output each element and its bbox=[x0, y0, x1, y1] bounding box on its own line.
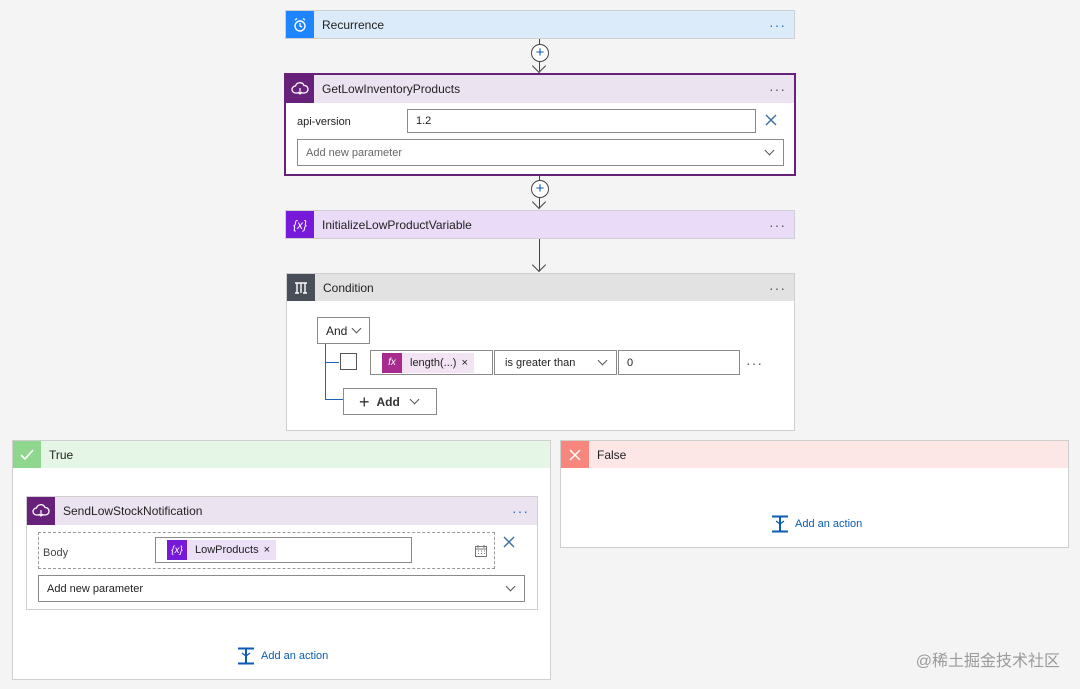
remove-token-close-icon[interactable]: × bbox=[461, 356, 468, 369]
more-options-icon[interactable]: ··· bbox=[769, 81, 786, 97]
step-title: Condition bbox=[323, 280, 374, 295]
send-low-stock-notification-step[interactable]: SendLowStockNotification ··· Body {x} Lo… bbox=[26, 496, 538, 610]
remove-token-close-icon[interactable]: × bbox=[263, 544, 271, 556]
condition-row-checkbox[interactable] bbox=[340, 353, 357, 370]
remove-parameter-close-icon[interactable] bbox=[502, 535, 516, 549]
add-action-icon bbox=[238, 647, 254, 665]
chevron-down-icon bbox=[764, 145, 775, 156]
connector-arrow-icon bbox=[531, 257, 547, 273]
alarm-clock-icon bbox=[286, 11, 314, 38]
step-title: SendLowStockNotification bbox=[63, 504, 203, 518]
get-low-inventory-step[interactable]: GetLowInventoryProducts ··· api-version … bbox=[284, 73, 796, 176]
variable-token[interactable]: {x} LowProducts × bbox=[167, 540, 277, 560]
group-operator-dropdown[interactable]: And bbox=[317, 317, 370, 344]
add-parameter-placeholder: Add new parameter bbox=[306, 146, 402, 159]
chevron-down-icon bbox=[505, 581, 516, 592]
branch-title: True bbox=[49, 447, 74, 462]
cloud-api-icon bbox=[27, 497, 55, 525]
add-action-button[interactable]: Add an action bbox=[771, 515, 862, 533]
remove-parameter-close-icon[interactable] bbox=[764, 113, 778, 127]
cloud-api-icon bbox=[286, 75, 314, 103]
expression-token[interactable]: fx length(...) × bbox=[382, 352, 474, 373]
add-button-label: Add bbox=[376, 394, 400, 409]
condition-step[interactable]: Condition ··· And fx length(...) × is gr… bbox=[286, 273, 795, 431]
add-condition-button[interactable]: + Add bbox=[343, 388, 437, 415]
condition-tree-line bbox=[325, 399, 343, 400]
body-input[interactable]: {x} LowProducts × bbox=[155, 537, 412, 563]
close-x-icon bbox=[561, 441, 589, 468]
checkmark-icon bbox=[13, 441, 41, 468]
add-action-button[interactable]: Add an action bbox=[237, 647, 328, 665]
group-operator-value: And bbox=[326, 323, 348, 338]
function-fx-icon: fx bbox=[382, 352, 402, 373]
chevron-down-icon bbox=[597, 355, 608, 366]
condition-icon bbox=[287, 274, 315, 301]
row-more-options-icon[interactable]: ··· bbox=[746, 355, 763, 371]
branch-title: False bbox=[597, 447, 627, 462]
more-options-icon[interactable]: ··· bbox=[512, 503, 529, 519]
connector-line bbox=[539, 239, 540, 271]
step-title: Recurrence bbox=[322, 17, 385, 32]
more-options-icon[interactable]: ··· bbox=[769, 216, 786, 233]
condition-tree-line bbox=[325, 362, 339, 363]
more-options-icon[interactable]: ··· bbox=[769, 16, 786, 33]
variable-braces-icon: {x} bbox=[286, 211, 314, 238]
step-title: GetLowInventoryProducts bbox=[322, 82, 461, 96]
insert-step-plus-icon[interactable]: + bbox=[531, 44, 549, 62]
operator-value: is greater than bbox=[505, 356, 576, 369]
expression-token-label: length(...) bbox=[410, 356, 457, 369]
variable-braces-icon: {x} bbox=[167, 540, 187, 560]
true-branch: True SendLowStockNotification ··· Body {… bbox=[12, 440, 551, 680]
add-parameter-placeholder: Add new parameter bbox=[47, 582, 143, 595]
chevron-down-icon bbox=[351, 323, 362, 334]
api-version-input[interactable]: 1.2 bbox=[407, 109, 756, 133]
step-title: InitializeLowProductVariable bbox=[322, 217, 472, 232]
api-version-value: 1.2 bbox=[416, 115, 432, 127]
more-options-icon[interactable]: ··· bbox=[769, 279, 786, 296]
plus-icon: + bbox=[359, 391, 370, 412]
add-new-parameter-dropdown[interactable]: Add new parameter bbox=[38, 575, 525, 602]
calendar-icon[interactable] bbox=[474, 544, 488, 558]
add-action-icon bbox=[772, 515, 788, 533]
watermark: @稀土掘金技术社区 bbox=[915, 653, 1060, 670]
variable-token-label: LowProducts bbox=[195, 544, 259, 556]
right-operand-value: 0 bbox=[627, 356, 634, 369]
condition-tree-line bbox=[325, 344, 326, 400]
api-version-label: api-version bbox=[297, 116, 351, 128]
add-new-parameter-dropdown[interactable]: Add new parameter bbox=[297, 139, 784, 166]
add-action-label: Add an action bbox=[795, 518, 863, 530]
left-operand-input[interactable]: fx length(...) × bbox=[370, 350, 493, 375]
false-branch: False Add an action bbox=[560, 440, 1069, 548]
operator-dropdown[interactable]: is greater than bbox=[494, 350, 617, 375]
body-parameter-row: Body {x} LowProducts × bbox=[38, 532, 495, 569]
right-operand-input[interactable]: 0 bbox=[618, 350, 740, 375]
initialize-variable-step[interactable]: {x} InitializeLowProductVariable ··· bbox=[285, 210, 795, 239]
insert-step-plus-icon[interactable]: + bbox=[531, 180, 549, 198]
body-label: Body bbox=[43, 547, 69, 559]
chevron-down-icon bbox=[409, 394, 420, 405]
add-action-label: Add an action bbox=[261, 650, 329, 662]
recurrence-step[interactable]: Recurrence ··· bbox=[285, 10, 795, 39]
